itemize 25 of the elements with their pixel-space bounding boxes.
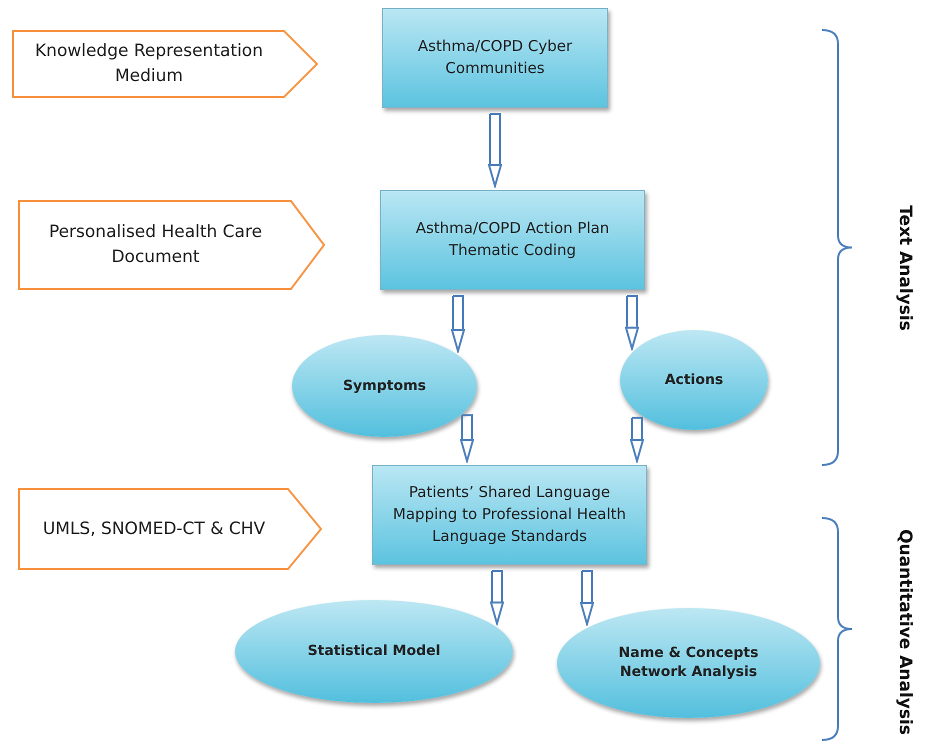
ellipse-label: Statistical Model: [306, 642, 442, 661]
box-label: Asthma/COPD Action Plan Thematic Coding: [414, 218, 610, 261]
box-label: Asthma/COPD Cyber Communities: [416, 36, 574, 79]
input-label: Knowledge Representation Medium: [34, 40, 264, 88]
block-arrow: [451, 295, 465, 352]
ellipse-label: Symptoms: [342, 376, 428, 396]
input-label: UMLS, SNOMED-CT & CHV: [42, 518, 266, 541]
box-label: Patients’ Shared Language Mapping to Professional Health Language Standards: [392, 482, 628, 547]
ellipse-label: Name & Concepts Network Analysis: [618, 644, 760, 682]
process-box: [372, 465, 647, 565]
input-arrow-shape: [18, 488, 322, 570]
process-box: [380, 190, 645, 290]
process-box: [382, 8, 608, 108]
input-arrow-shape: [18, 200, 325, 290]
block-arrow: [490, 570, 504, 624]
block-arrow: [625, 295, 639, 350]
input-arrow-shape: [12, 30, 318, 98]
section-label: Quantitative Analysis: [894, 529, 915, 735]
input-label: Personalised Health Care Document: [48, 221, 264, 269]
ellipse-label: Actions: [664, 370, 724, 390]
block-arrow: [460, 414, 474, 462]
section-label: Text Analysis: [894, 205, 915, 331]
block-arrow: [630, 416, 644, 462]
block-arrow: [488, 113, 502, 187]
block-arrow: [580, 570, 594, 626]
